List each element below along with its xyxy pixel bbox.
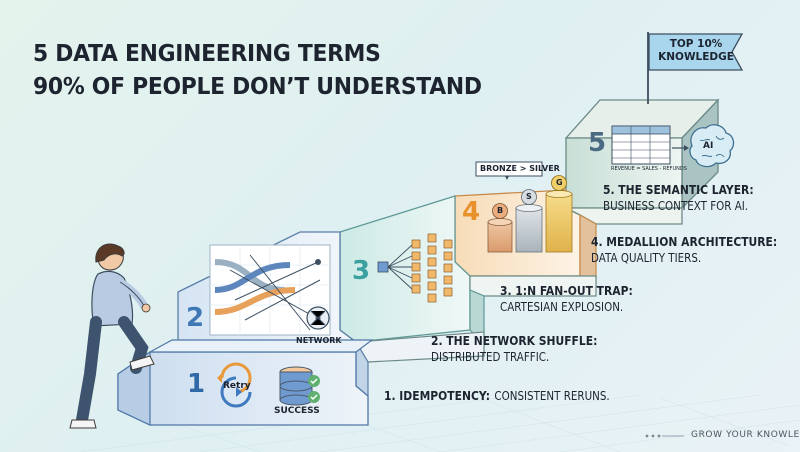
step-1-term: 1. IDEMPOTENCY: (384, 388, 491, 403)
step-1-caption: 1. IDEMPOTENCY: CONSISTENT RERUNS. (384, 386, 610, 405)
bronze-silver-tag (475, 161, 543, 180)
ai-brain-icon (689, 124, 735, 168)
bronze-medal-label: B (497, 206, 504, 215)
top-flag-icon (647, 32, 744, 104)
table-grid-icon (611, 125, 689, 165)
step-2-term: 2. THE NETWORK SHUFFLE: (431, 333, 598, 348)
bronze-silver-label: BRONZE > SILVER (480, 164, 560, 173)
step-4-term: 4. MEDALLION ARCHITECTURE: (591, 234, 778, 249)
step-4-number: 4 (462, 197, 481, 227)
footer-dots (645, 434, 684, 438)
ai-label: AI (703, 141, 714, 151)
flag-line-2: KNOWLEDGE (658, 51, 734, 63)
step-2-description: DISTRIBUTED TRAFFIC. (431, 350, 550, 364)
person-climbing-illustration (69, 243, 155, 429)
step-4-caption: 4. MEDALLION ARCHITECTURE: DATA QUALITY … (591, 233, 777, 267)
step-5-number: 5 (588, 128, 607, 158)
database-check-icon (279, 366, 320, 406)
footer-tagline: GROW YOUR KNOWLEDGE (691, 430, 800, 440)
step-4-description: DATA QUALITY TIERS. (591, 251, 702, 265)
step-2-number: 2 (186, 303, 205, 333)
title-line-1: 5 DATA ENGINEERING TERMS (33, 39, 381, 67)
semantic-formula-label: REVENUE = SALES - REFUNDS (611, 166, 687, 172)
retry-arrows-icon (217, 362, 252, 408)
fan-out-cubes-icon (377, 233, 453, 303)
success-label: SUCCESS (274, 406, 320, 416)
step-5-caption: 5. THE SEMANTIC LAYER: BUSINESS CONTEXT … (603, 181, 754, 215)
step-5-description: BUSINESS CONTEXT FOR AI. (603, 199, 749, 213)
step-1-number: 1 (187, 369, 206, 399)
step-5-term: 5. THE SEMANTIC LAYER: (603, 182, 754, 197)
flag-line-1: TOP 10% (669, 38, 723, 50)
network-label: NETWORK (296, 336, 342, 345)
step-3-caption: 3. 1:N FAN-OUT TRAP: CARTESIAN EXPLOSION… (500, 282, 633, 316)
step-3-number: 3 (352, 256, 371, 286)
page-title: 5 DATA ENGINEERING TERMS 90% OF PEOPLE D… (33, 37, 482, 103)
step-3-term: 3. 1:N FAN-OUT TRAP: (500, 283, 633, 298)
step-1-description: CONSISTENT RERUNS. (494, 389, 610, 403)
silver-medal-label: S (526, 192, 532, 201)
medallion-cylinders-icon (487, 175, 573, 253)
gold-medal-label: G (556, 178, 563, 187)
title-line-2: 90% OF PEOPLE DON’T UNDERSTAND (33, 72, 482, 100)
retry-label: Retry (223, 381, 251, 391)
step-2-caption: 2. THE NETWORK SHUFFLE: DISTRIBUTED TRAF… (431, 332, 597, 366)
step-3-block (339, 195, 597, 346)
flag-label: TOP 10% KNOWLEDGE (655, 38, 737, 64)
network-node-icon (306, 306, 330, 330)
step-3-description: CARTESIAN EXPLOSION. (500, 300, 624, 314)
